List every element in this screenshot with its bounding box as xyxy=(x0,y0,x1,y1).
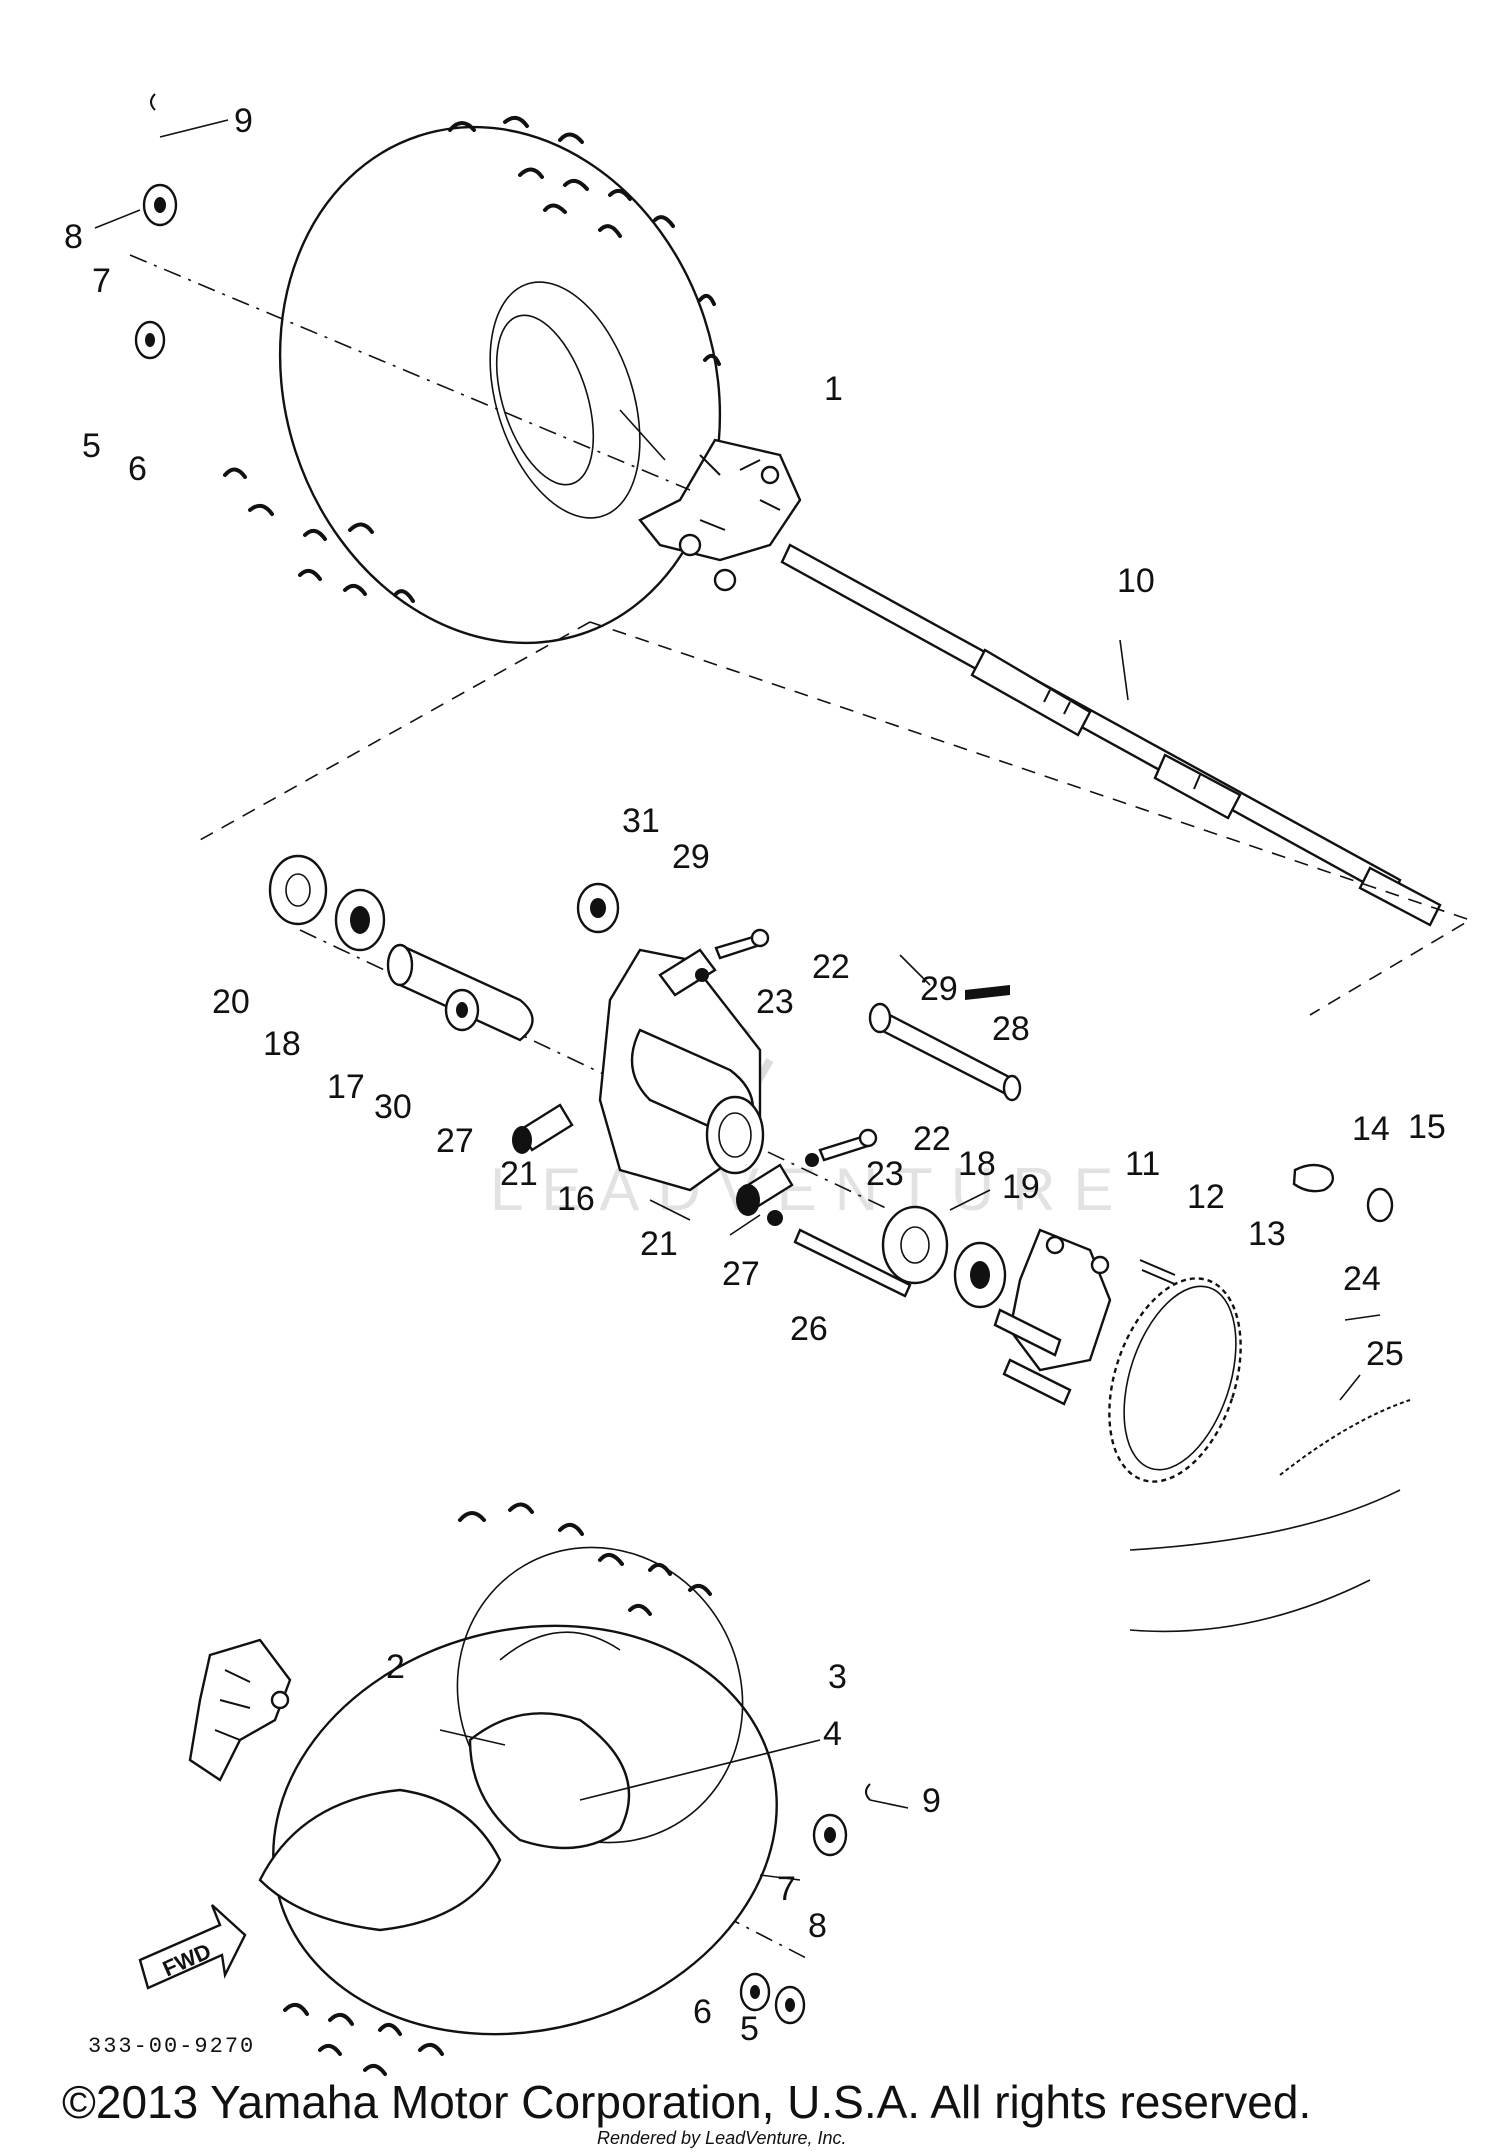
callout-14: 14 xyxy=(1352,1110,1390,1148)
callout-21-b: 21 xyxy=(640,1225,678,1263)
callout-7-top: 7 xyxy=(92,262,111,300)
callout-11: 11 xyxy=(1125,1145,1160,1183)
guide-line-mid xyxy=(299,929,891,1211)
drawing-number: 333-00-9270 xyxy=(88,2034,255,2059)
fwd-arrow: FWD xyxy=(138,1904,247,1990)
callout-17: 17 xyxy=(327,1068,365,1106)
nut-30 xyxy=(444,988,480,1032)
callout-22-a: 22 xyxy=(812,948,850,986)
callout-31: 31 xyxy=(622,802,660,840)
callout-20: 20 xyxy=(212,983,250,1021)
nut-14 xyxy=(1292,1163,1335,1193)
bolt-12 xyxy=(1139,1259,1178,1286)
callout-27-a: 27 xyxy=(436,1122,474,1160)
adjuster-28 xyxy=(965,985,1010,1000)
seal-18-left xyxy=(334,888,386,952)
bearing-right xyxy=(953,1241,1007,1309)
callout-10: 10 xyxy=(1117,562,1155,600)
callout-29-b: 29 xyxy=(920,970,958,1008)
sprocket-13 xyxy=(1108,1277,1242,1483)
callout-21-a: 21 xyxy=(500,1155,538,1193)
leader-lines xyxy=(94,119,1381,1881)
callout-24: 24 xyxy=(1343,1260,1381,1298)
bottom-hub-assembly xyxy=(188,1638,292,1782)
callout-18-a: 18 xyxy=(263,1025,301,1063)
callout-6-top: 6 xyxy=(128,450,147,488)
bolt-22-lower xyxy=(818,1128,878,1162)
callout-18-b: 18 xyxy=(958,1145,996,1183)
callout-5-top: 5 xyxy=(82,427,101,465)
callout-19: 19 xyxy=(1002,1168,1040,1206)
bolt-22-upper xyxy=(714,928,770,960)
guide-box xyxy=(199,621,1472,1016)
rendered-by-credit: Rendered by LeadVenture, Inc. xyxy=(597,2128,847,2148)
watermark-text: LEADVENTURE xyxy=(490,1156,1131,1223)
callout-16: 16 xyxy=(557,1180,595,1218)
washer-23-upper xyxy=(695,968,709,982)
callout-25: 25 xyxy=(1366,1335,1404,1373)
nut-8-bottom xyxy=(812,1813,848,1857)
top-wheel-tire xyxy=(223,115,722,645)
callout-12: 12 xyxy=(1187,1178,1225,1216)
callout-5-bottom: 5 xyxy=(740,2010,759,2048)
washer-15 xyxy=(1366,1187,1394,1223)
axle-housing-16 xyxy=(598,948,765,1192)
callout-8-bottom: 8 xyxy=(808,1907,827,1945)
seal-18-right xyxy=(881,1205,949,1285)
pin-21-lower xyxy=(736,1163,794,1216)
bolt-26 xyxy=(793,1228,912,1298)
callout-9-top: 9 xyxy=(234,102,253,140)
washer-23-lower xyxy=(805,1153,819,1167)
nut-6-top xyxy=(134,320,166,360)
nut-31 xyxy=(576,882,620,934)
callout-28: 28 xyxy=(992,1010,1030,1048)
copyright-notice: ©2013 Yamaha Motor Corporation, U.S.A. A… xyxy=(62,2076,1311,2128)
bottom-wheel-tire xyxy=(258,1502,778,2076)
callout-27-b: 27 xyxy=(722,1255,760,1293)
callout-3: 3 xyxy=(828,1658,847,1696)
callout-2: 2 xyxy=(386,1648,405,1686)
callout-30: 30 xyxy=(374,1088,412,1126)
nut-8-top xyxy=(142,183,178,227)
nut-5-bottom xyxy=(774,1985,806,2025)
callout-labels: 9 8 7 5 6 1 10 31 29 22 23 29 28 20 18 1… xyxy=(64,102,1446,2048)
callout-1: 1 xyxy=(824,370,843,408)
sprocket-hub-11 xyxy=(993,1228,1112,1406)
washer-27 xyxy=(767,1210,783,1226)
stud-9-bottom xyxy=(865,1783,871,1801)
rear-axle xyxy=(780,543,1442,927)
callout-8-top: 8 xyxy=(64,218,83,256)
callout-15: 15 xyxy=(1408,1108,1446,1146)
bearing-20 xyxy=(268,854,328,926)
nut-6-bottom xyxy=(739,1972,771,2012)
callout-7-bottom: 7 xyxy=(777,1870,796,1908)
bolt-19 xyxy=(868,1002,1022,1102)
guide-line-top xyxy=(129,254,691,491)
callout-4: 4 xyxy=(823,1715,842,1753)
callout-9-bottom: 9 xyxy=(922,1782,941,1820)
callout-13: 13 xyxy=(1248,1215,1286,1253)
top-hub-assembly xyxy=(638,438,802,592)
callout-23-b: 23 xyxy=(866,1155,904,1193)
stud-9-top xyxy=(150,93,156,111)
callout-26: 26 xyxy=(790,1310,828,1348)
callout-6-bottom: 6 xyxy=(693,1993,712,2031)
callout-22-b: 22 xyxy=(913,1120,951,1158)
callout-29-a: 29 xyxy=(672,838,710,876)
callout-23-a: 23 xyxy=(756,983,794,1021)
drive-chain-25 xyxy=(1129,1399,1411,1633)
pin-21-upper xyxy=(512,1103,574,1154)
